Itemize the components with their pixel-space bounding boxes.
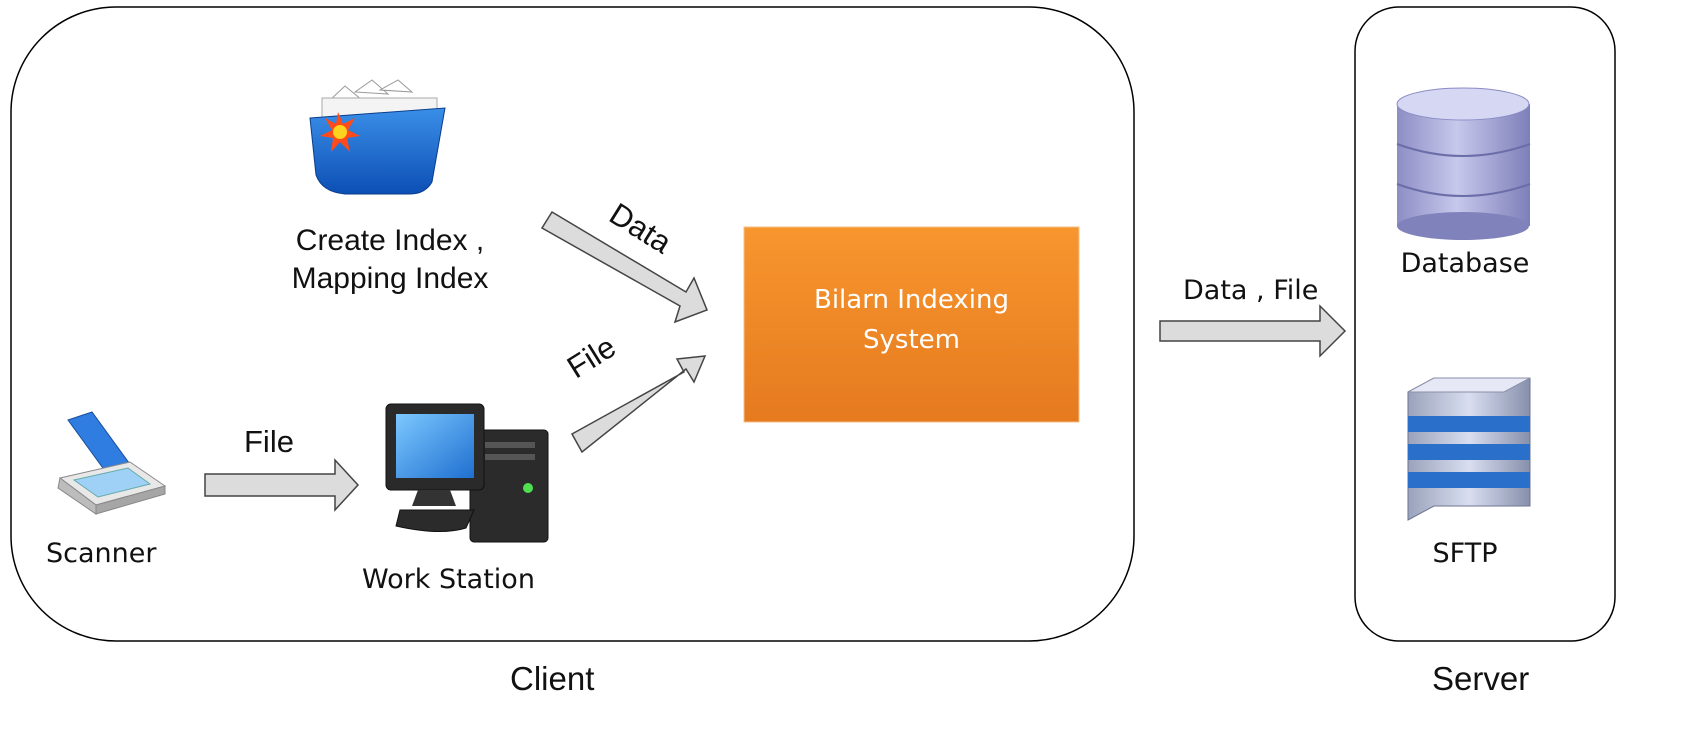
- sftp-label: SFTP: [1432, 538, 1498, 569]
- system-label-line2: System: [863, 325, 960, 355]
- workstation-label: Work Station: [362, 564, 535, 595]
- system-label: Bilarn Indexing System: [744, 280, 1079, 360]
- edge-label-system-to-server: Data , File: [1183, 275, 1319, 306]
- create-index-label-line2: Mapping Index: [291, 262, 489, 295]
- database-label: Database: [1400, 248, 1530, 279]
- arrow-index-to-system: [540, 210, 708, 324]
- system-label-line1: Bilarn Indexing: [814, 285, 1009, 315]
- database-icon: [1396, 87, 1531, 240]
- system-box: [743, 226, 1080, 423]
- folder-index-icon: [309, 79, 446, 195]
- server-icon: [1407, 377, 1531, 521]
- arrow-system-to-server: [1159, 304, 1347, 358]
- create-index-label: Create Index , Mapping Index: [270, 222, 510, 298]
- edge-label-scanner-to-workstation: File: [244, 424, 294, 459]
- workstation-icon: [385, 403, 549, 543]
- arrow-workstation-to-system: [570, 355, 707, 454]
- scanner-label: Scanner: [46, 538, 157, 569]
- create-index-label-line1: Create Index ,: [295, 224, 485, 257]
- scanner-icon: [57, 411, 167, 515]
- arrow-scanner-to-workstation: [204, 458, 360, 512]
- client-group-label: Client: [510, 660, 595, 697]
- server-group-label: Server: [1432, 660, 1530, 697]
